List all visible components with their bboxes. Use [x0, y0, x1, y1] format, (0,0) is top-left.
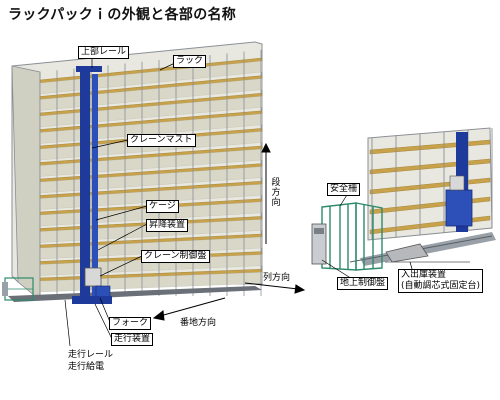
zoom-illustration [311, 127, 496, 271]
rack-base [8, 286, 262, 302]
label-crane-control-panel: クレーン制御盤 [141, 250, 210, 263]
tier-direction-arrowhead [261, 142, 271, 153]
rack-illustration [2, 41, 263, 304]
crane-top-carriage [76, 66, 102, 72]
label-io-device-line1: 入出庫装置 [401, 270, 447, 280]
crane-control-panel [84, 267, 102, 287]
page-title: ラックパックｉの外観と各部の名称 [8, 7, 237, 23]
label-travel-device: 走行装置 [111, 333, 154, 346]
label-rack: ラック [173, 55, 207, 68]
left-io-box [2, 282, 8, 296]
address-direction-arrowhead [152, 310, 165, 321]
row-direction-arrowhead [294, 284, 306, 294]
zoom-crane-cage [445, 189, 473, 227]
direction-arrows [152, 142, 306, 321]
label-lifting-device: 昇降装置 [146, 219, 189, 232]
io-device [385, 243, 429, 263]
label-cage: ケージ [146, 200, 179, 213]
label-travel-power: 走行給電 [68, 362, 105, 372]
label-row-direction: 列方向 [263, 273, 291, 283]
safety-fence-shape [321, 202, 383, 271]
label-fork: フォーク [109, 317, 152, 330]
crane-mast-rear [92, 74, 98, 300]
label-safety-fence: 安全柵 [327, 183, 361, 196]
label-address-direction: 番地方向 [180, 318, 217, 328]
label-upper-rail: 上部レール [78, 46, 130, 59]
label-ground-control-panel: 地上制御盤 [337, 277, 389, 290]
crane-mast [80, 70, 90, 300]
label-crane-mast: クレーンマスト [127, 134, 196, 147]
label-io-device-line2: (自動調芯式固定台) [401, 281, 481, 291]
rack-uprights [39, 49, 262, 296]
label-tier-direction: 段方向 [271, 178, 281, 208]
crane-travel-device [72, 296, 112, 304]
row-direction-arrow [244, 282, 299, 290]
address-direction-arrow [159, 297, 226, 317]
label-io-device: 入出庫装置 (自動調芯式固定台) [398, 269, 484, 293]
label-travel-rail: 走行レール [68, 350, 114, 360]
zoom-crane-panel [449, 175, 465, 191]
